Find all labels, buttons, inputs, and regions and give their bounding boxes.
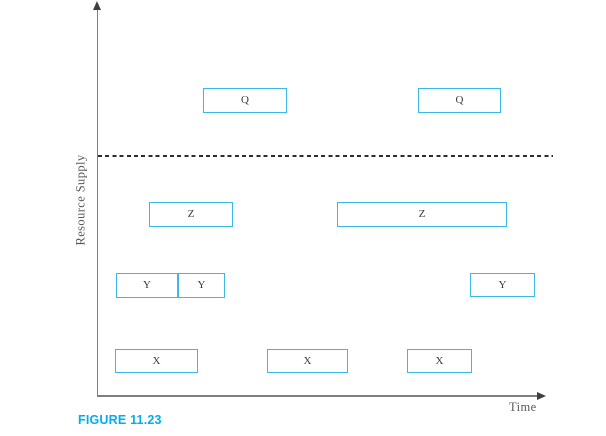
resource-box-z-2: Z [149,202,233,227]
resource-box-x-7: X [115,349,198,373]
box-label: Y [498,278,507,291]
resource-box-y-4: Y [116,273,178,298]
y-axis-arrow-up-icon [93,1,101,10]
box-label: X [435,354,444,367]
x-axis-label: Time [509,400,537,414]
resource-box-q-1: Q [418,88,501,113]
x-axis-arrow-right-icon [537,391,546,400]
y-axis-label: Resource Supply [73,154,88,246]
resource-box-x-8: X [267,349,348,373]
resource-box-q-0: Q [203,88,287,113]
box-label: X [152,354,161,367]
resource-box-y-5: Y [178,273,225,298]
box-label: Q [455,94,464,106]
box-label: Z [418,208,426,220]
resource-box-y-6: Y [470,273,535,297]
figure-caption: FIGURE 11.23 [78,413,162,427]
box-label: Y [197,279,206,291]
resource-box-z-3: Z [337,202,507,227]
resource-box-x-9: X [407,349,472,373]
box-label: Z [187,208,195,220]
x-axis-line [97,395,538,397]
box-label: X [303,354,312,367]
resource-capacity-dashed-line [98,155,553,158]
box-label: Q [241,94,249,106]
y-axis-line [96,7,99,396]
box-label: Y [143,279,151,291]
